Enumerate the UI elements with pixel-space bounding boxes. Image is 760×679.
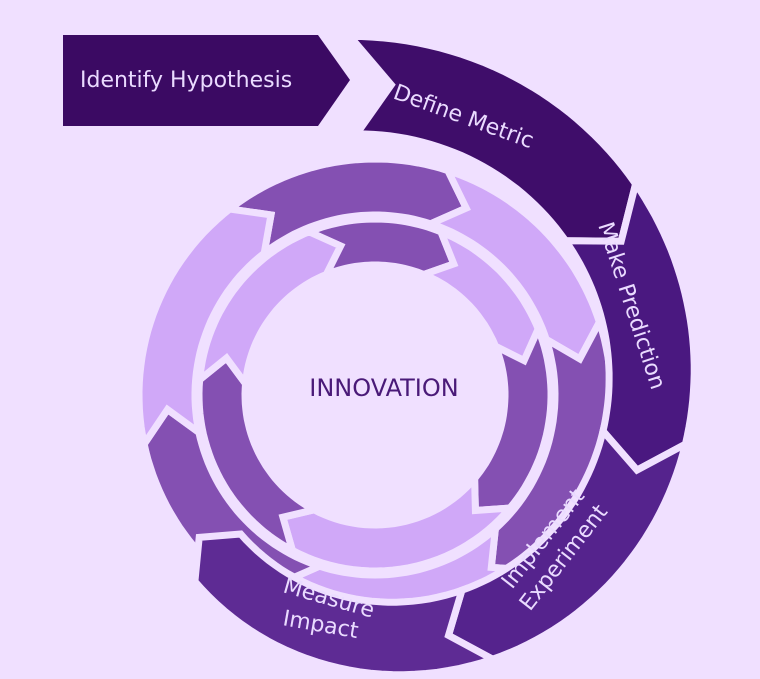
center-label: INNOVATION: [309, 374, 458, 402]
outer-spiral: [191, 32, 698, 679]
step-identify-hypothesis-label: Identify Hypothesis: [80, 68, 292, 93]
middle-ring-arrow: [135, 205, 276, 454]
inner-ring-arrow: [195, 227, 346, 394]
step-measure-impact-arrow[interactable]: [191, 530, 502, 679]
center-circle: [247, 267, 503, 523]
step-identify-hypothesis-arrow[interactable]: [63, 35, 350, 126]
